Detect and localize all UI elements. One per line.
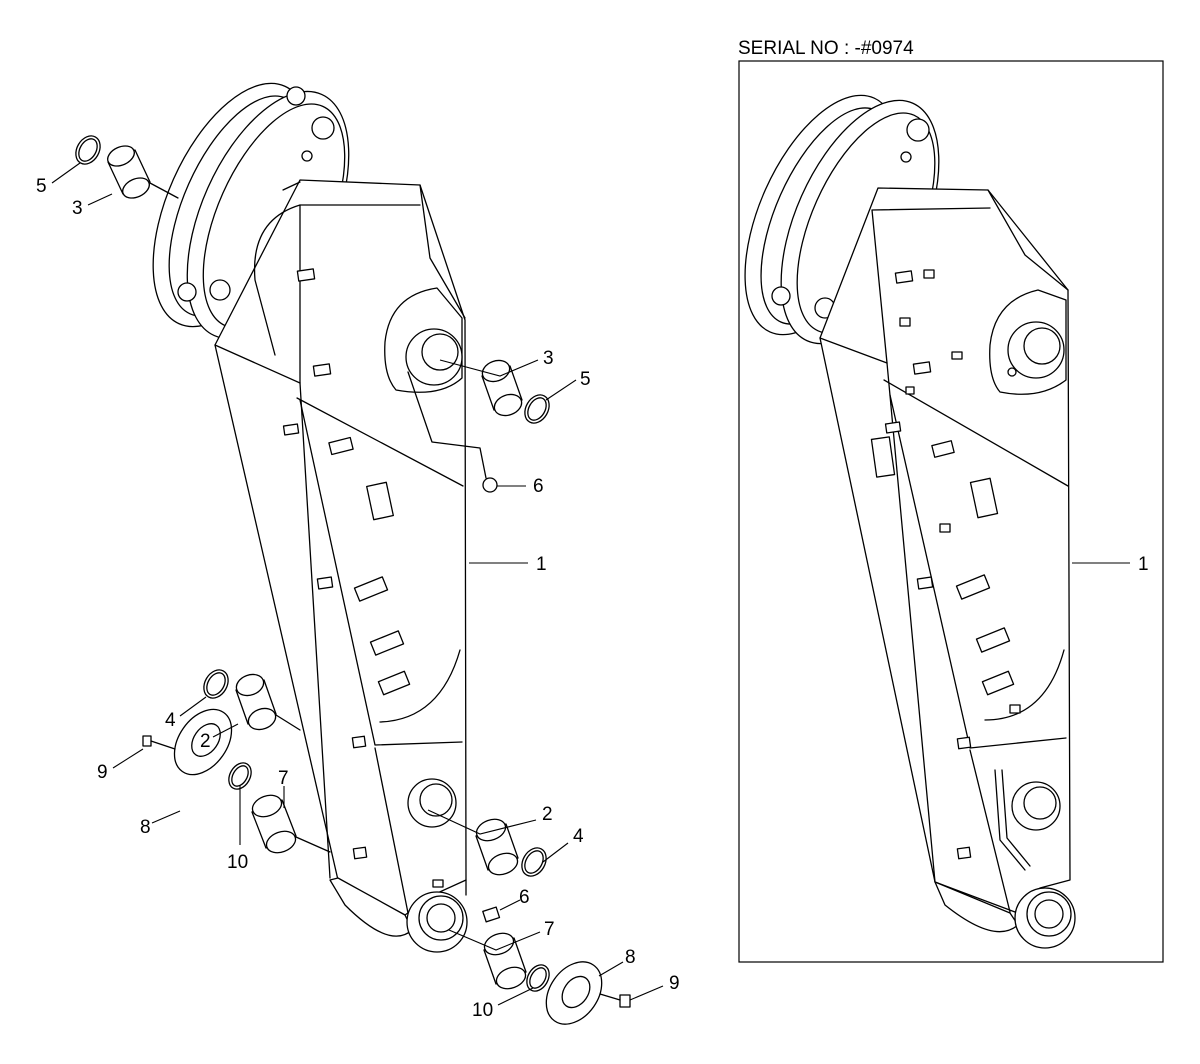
callout-7-left: 7 (278, 768, 289, 789)
serial-variant-frame (738, 60, 1164, 963)
callout-10-right: 10 (472, 1000, 493, 1021)
callout-1-serial: 1 (1138, 554, 1149, 575)
callout-1: 1 (536, 554, 547, 575)
callout-10-left: 10 (227, 852, 248, 873)
part-5-shim-upper-left (75, 135, 101, 165)
part-8-plate-right (545, 961, 603, 1025)
callout-5-right: 5 (580, 369, 591, 390)
part-2-bushing-right (475, 818, 519, 876)
part-2-bushing-left (235, 673, 301, 731)
callout-7-right: 7 (544, 919, 555, 940)
part-3-bushing-upper-left (107, 145, 179, 199)
callout-8-left: 8 (140, 817, 151, 838)
callout-9-right: 9 (669, 973, 680, 994)
part-5-shim-right (524, 394, 550, 424)
arm-assembly-right (744, 94, 1076, 949)
arm-assembly-left: 1 2 2 3 3 4 4 5 5 6 6 7 7 8 8 9 9 10 10 (36, 82, 680, 1025)
part-6-fitting-lower (482, 906, 501, 923)
part-9-bolt-left (142, 735, 176, 750)
part-3-bushing-right (481, 359, 523, 417)
callout-5-upper-left: 5 (36, 176, 47, 197)
part-10-shim-right (526, 964, 550, 992)
part-7-bushing-right (483, 932, 527, 990)
callout-2-lower-left: 2 (200, 731, 211, 752)
callout-9-left: 9 (97, 762, 108, 783)
part-9-bolt-right (599, 993, 631, 1008)
callout-6-upper: 6 (533, 476, 544, 497)
part-7-bushing-left (251, 794, 331, 854)
callout-2-right: 2 (542, 804, 553, 825)
part-4-shim-left (203, 669, 229, 699)
arm-body (152, 82, 498, 953)
serial-caption: SERIAL NO : -#0974 (738, 38, 914, 59)
callout-3-right: 3 (543, 348, 554, 369)
callout-6-lower: 6 (519, 887, 530, 908)
callout-3-upper-left: 3 (72, 198, 83, 219)
callout-4-left: 4 (165, 710, 176, 731)
part-4-shim-right (521, 847, 547, 877)
callout-8-right: 8 (625, 947, 636, 968)
callout-4-right: 4 (573, 826, 584, 847)
part-8-plate-left (173, 708, 233, 776)
part-10-shim-left (228, 762, 252, 790)
